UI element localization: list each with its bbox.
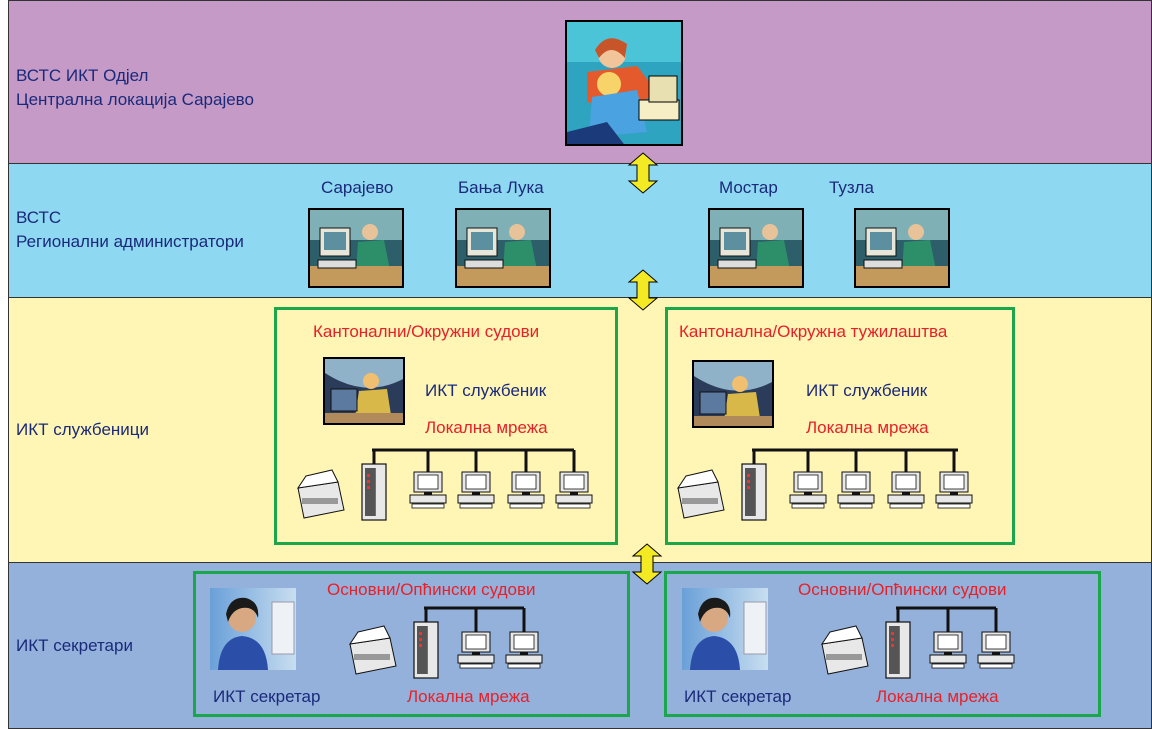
server-icon (413, 621, 439, 679)
person-at-computer-icon (565, 20, 683, 146)
tier4-box-0-title: Основни/Опћински судови (327, 580, 536, 599)
workstation-icon (789, 471, 827, 509)
officer-at-computer-icon (692, 360, 774, 428)
local-network-diagram (296, 448, 593, 521)
region-label-0: Сарајево (321, 178, 394, 197)
tier2-line1: ВСТС (16, 208, 62, 227)
workstation-icon (457, 471, 495, 509)
tier3-box-1-network: Локална мрежа (806, 418, 929, 437)
region-label-2: Мостар (719, 178, 778, 197)
double-arrow-icon (627, 152, 659, 194)
double-arrow-icon (627, 269, 659, 311)
printer-icon (676, 469, 725, 519)
tier3-box-0-network: Локална мрежа (425, 418, 548, 437)
tier4-box-0 (193, 571, 630, 717)
secretary-photo-icon (210, 588, 296, 670)
workstation-icon (837, 471, 875, 509)
tier1-label: ВСТС ИКТ Одјел Централна локација Сараје… (16, 64, 254, 112)
tier4-box-0-secretary: ИКТ секретар (213, 687, 321, 706)
tier4-box-1-network: Локална мрежа (876, 687, 999, 706)
tier3-box-1 (665, 307, 1015, 545)
tier4-label: ИКТ секретари (16, 636, 133, 655)
workstation-icon (507, 471, 545, 509)
admin-at-computer-icon (708, 208, 804, 288)
tier4-box-0-network: Локална мрежа (407, 687, 530, 706)
workstation-icon (887, 471, 925, 509)
workstation-icon (505, 631, 543, 669)
local-network-diagram (348, 606, 543, 679)
workstation-icon (929, 631, 967, 669)
tier4-box-1 (664, 571, 1101, 717)
tier3-box-1-officer: ИКТ службеник (806, 381, 928, 400)
tier4-box-1-title: Основни/Опћински судови (798, 580, 1007, 599)
secretary-photo-icon (682, 588, 768, 670)
printer-icon (296, 469, 345, 519)
printer-icon (348, 625, 397, 675)
tier1-line1: ВСТС ИКТ Одјел (16, 66, 149, 85)
region-label-1: Бања Лука (458, 178, 544, 197)
server-icon (885, 621, 911, 679)
server-icon (741, 463, 767, 521)
tier4-box-1-secretary: ИКТ секретар (684, 687, 792, 706)
tier3-label: ИКТ службеници (16, 420, 150, 439)
double-arrow-icon (631, 543, 663, 585)
tier3-box-0-officer: ИКТ службеник (425, 381, 547, 400)
admin-at-computer-icon (455, 208, 551, 288)
tier3-box-0 (274, 307, 618, 545)
tier3-box-0-title: Кантонални/Окружни судови (313, 322, 540, 341)
admin-at-computer-icon (854, 208, 950, 288)
tier2-band (8, 163, 1152, 298)
tier2-label: ВСТС Регионални администратори (16, 206, 244, 254)
workstation-icon (935, 471, 973, 509)
server-icon (361, 463, 387, 521)
officer-at-computer-icon (323, 357, 405, 425)
workstation-icon (457, 631, 495, 669)
local-network-diagram (676, 448, 973, 521)
admin-at-computer-icon (308, 208, 404, 288)
region-label-3: Тузла (829, 178, 874, 197)
workstation-icon (977, 631, 1015, 669)
tier3-box-1-title: Кантонална/Окружна тужилаштва (679, 322, 948, 341)
workstation-icon (409, 471, 447, 509)
workstation-icon (555, 471, 593, 509)
tier1-line2: Централна локација Сарајево (16, 90, 254, 109)
printer-icon (820, 625, 869, 675)
tier2-line2: Регионални администратори (16, 232, 244, 251)
local-network-diagram (820, 606, 1015, 679)
